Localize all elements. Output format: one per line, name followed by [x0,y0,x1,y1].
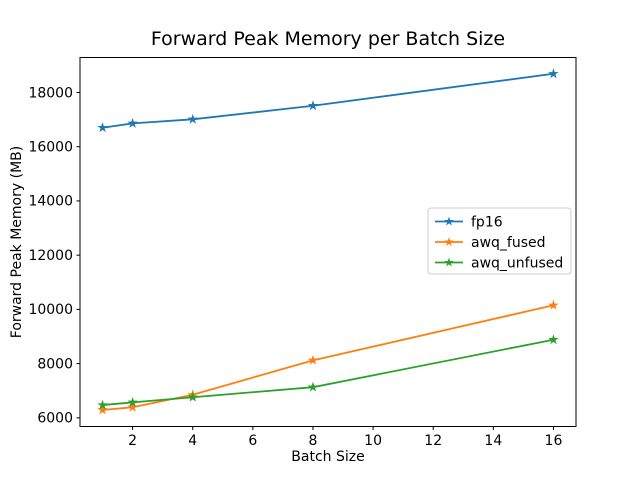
y-axis-ticks: 6000 8000 10000 12000 14000 16000 18000 [28,85,80,427]
x-tick-label: 14 [484,433,502,449]
y-tick-label: 16000 [28,139,73,155]
y-tick-label: 8000 [37,356,73,372]
series-line-awq_fused [101,304,555,411]
legend-marker [444,216,454,226]
y-tick-label: 6000 [37,411,73,427]
series-marker-awq_unfused [127,396,138,407]
legend-label: awq_unfused [471,255,563,271]
series-marker-awq_fused [127,401,138,412]
series-marker-awq_unfused [307,381,319,392]
series-marker-fp16 [127,117,138,128]
legend-entry-fp16: fp16 [435,214,503,230]
legend-entry-awq_unfused: awq_unfused [435,255,563,271]
series-marker-awq_unfused [548,334,559,345]
y-tick-label: 14000 [28,194,73,210]
x-tick-label: 2 [128,433,137,449]
chart-title: Forward Peak Memory per Batch Size [150,28,506,50]
legend-marker [444,237,454,247]
series-marker-awq_unfused [97,399,108,410]
series-fp16 [97,68,559,133]
legend: fp16 awq_fused awq_unfused [427,207,572,275]
series-awq_unfused [97,334,559,410]
x-tick-label: 8 [309,433,318,449]
series-awq_fused [97,299,559,415]
series-marker-awq_fused [548,299,559,310]
legend-box [427,207,572,275]
y-tick-label: 18000 [28,85,73,101]
x-tick-label: 10 [364,433,382,449]
y-tick-label: 12000 [28,248,73,264]
x-tick-label: 4 [188,433,197,449]
series-marker-fp16 [548,68,559,79]
x-axis-ticks: 2 4 6 8 10 12 14 16 [128,426,563,449]
y-tick-label: 10000 [28,302,73,318]
series-marker-fp16 [97,122,108,133]
plot-spines [79,57,577,427]
legend-label: awq_fused [471,235,546,251]
series-line-fp16 [101,72,555,129]
x-tick-label: 6 [248,433,257,449]
x-tick-label: 12 [424,433,442,449]
series-marker-awq_fused [307,354,319,365]
x-tick-label: 16 [545,433,563,449]
series-marker-fp16 [187,113,198,124]
series-marker-fp16 [307,100,319,111]
series-marker-awq_fused [97,404,108,415]
series-line-awq_unfused [101,338,555,406]
legend-marker [444,257,454,267]
legend-label: fp16 [471,214,503,230]
x-axis-label: Batch Size [291,449,365,465]
series-marker-awq_unfused [187,391,198,402]
legend-entry-awq_fused: awq_fused [435,235,546,251]
